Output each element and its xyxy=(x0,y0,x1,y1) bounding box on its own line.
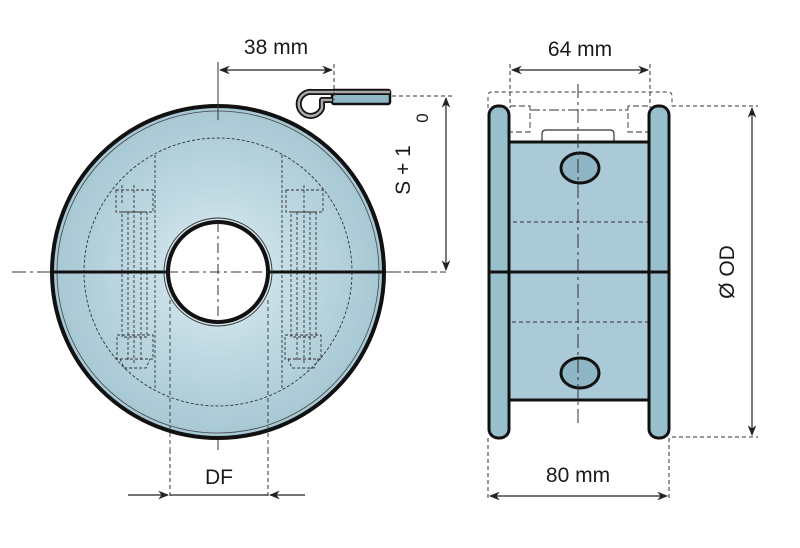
dimension-64mm: 64 mm xyxy=(509,38,651,108)
dimension-slot: S + 1 0 xyxy=(386,95,452,273)
screw-hole-top xyxy=(559,151,601,185)
dim-label-od: Ø OD xyxy=(716,245,739,299)
bore-chamfer xyxy=(163,217,273,327)
spring-clip xyxy=(295,88,392,119)
dim-label-64mm: 64 mm xyxy=(548,38,612,61)
front-view xyxy=(12,62,422,450)
dimension-38mm: 38 mm xyxy=(217,36,335,120)
side-view xyxy=(487,84,690,440)
dim-label-slot-tolerance: 0 xyxy=(413,113,432,122)
screw-hole-bottom xyxy=(559,356,601,390)
dimension-OD: Ø OD xyxy=(672,105,758,438)
dim-label-38mm: 38 mm xyxy=(244,36,308,59)
clip-hook-fill xyxy=(297,90,390,118)
dim-label-80mm: 80 mm xyxy=(546,464,610,487)
dimension-DF: DF xyxy=(128,450,305,500)
dim-label-slot: S + 1 xyxy=(392,145,415,195)
hidden-clip-outline xyxy=(487,91,673,108)
dimension-80mm: 80 mm xyxy=(487,438,670,501)
dim-label-df: DF xyxy=(205,466,233,489)
